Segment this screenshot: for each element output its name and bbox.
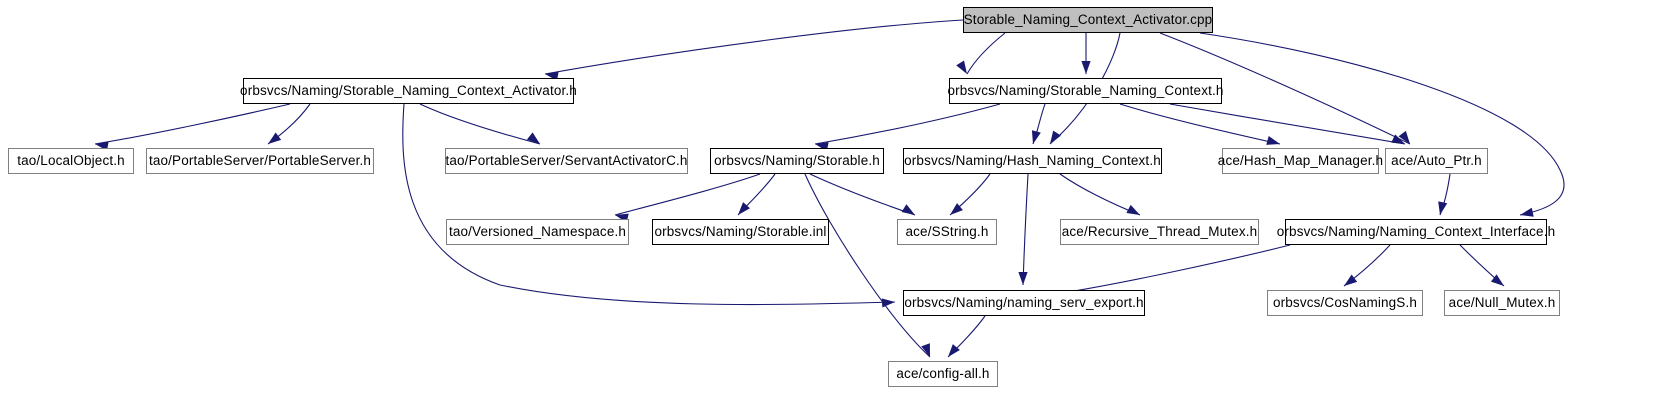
graph-node-ace-recursive-thread-mutex-h[interactable]: ace/Recursive_Thread_Mutex.h — [1060, 219, 1259, 245]
edge-arrowhead — [901, 204, 915, 215]
edge-arrowhead — [1018, 272, 1028, 285]
graph-node-label: Storable_Naming_Context_Activator.cpp — [963, 12, 1213, 28]
graph-node-orbsvcs-cosnamings-h[interactable]: orbsvcs/CosNamingS.h — [1267, 290, 1423, 316]
edge-arrowhead — [1050, 130, 1061, 144]
graph-edge — [1459, 244, 1505, 287]
graph-edge — [614, 173, 761, 216]
edge-arrowhead — [921, 343, 930, 357]
graph-node-label: orbsvcs/Naming/Hash_Naming_Context.h — [904, 153, 1161, 169]
graph-edge — [1059, 173, 1141, 216]
graph-node-orbsvcs-naming-storable-inl[interactable]: orbsvcs/Naming/Storable.inl — [652, 219, 829, 245]
edge-arrowhead — [1391, 134, 1405, 144]
edge-arrowhead — [1081, 61, 1091, 74]
edge-arrowhead — [1266, 135, 1280, 145]
graph-node-tao-versioned-namespace-h[interactable]: tao/Versioned_Namespace.h — [446, 219, 629, 245]
graph-edge — [1343, 244, 1391, 287]
graph-edge — [949, 173, 991, 216]
graph-node-tao-localobject-h[interactable]: tao/LocalObject.h — [8, 148, 134, 174]
graph-node-tao-portableserver-servantactivatorc-h[interactable]: tao/PortableServer/ServantActivatorC.h — [445, 148, 688, 174]
graph-node-label: ace/Null_Mutex.h — [1448, 295, 1556, 311]
graph-node-orbsvcs-naming-hash-naming-context-h[interactable]: orbsvcs/Naming/Hash_Naming_Context.h — [903, 148, 1162, 174]
edge-arrowhead — [1398, 130, 1410, 144]
graph-node-ace-sstring-h[interactable]: ace/SString.h — [897, 219, 997, 245]
graph-node-label: tao/Versioned_Namespace.h — [448, 224, 627, 240]
graph-node-label: orbsvcs/Naming/Storable_Naming_Context.h — [947, 83, 1224, 99]
graph-edge — [1119, 103, 1281, 145]
graph-edge — [267, 103, 311, 145]
graph-node-orbsvcs-naming-naming-context-interface-h[interactable]: orbsvcs/Naming/Naming_Context_Interface.… — [1277, 219, 1555, 245]
graph-edge — [544, 19, 964, 75]
graph-edge — [419, 103, 541, 145]
graph-edge — [1022, 173, 1029, 286]
graph-node-label: ace/Auto_Ptr.h — [1391, 153, 1482, 169]
graph-node-label: orbsvcs/Naming/Storable.h — [714, 153, 880, 169]
graph-node-label: orbsvcs/CosNamingS.h — [1272, 295, 1418, 311]
graph-edge — [1439, 173, 1451, 216]
graph-node-label: orbsvcs/Naming/naming_serv_export.h — [904, 295, 1144, 311]
edge-arrowhead — [738, 202, 751, 215]
graph-node-label: ace/SString.h — [905, 224, 989, 240]
graph-edge — [1169, 103, 1406, 145]
graph-edge — [966, 32, 1006, 75]
graph-node-label: orbsvcs/Naming/Storable.inl — [654, 224, 827, 240]
edge-arrowhead — [1344, 274, 1358, 286]
edge-arrowhead — [1490, 274, 1504, 286]
graph-edge — [814, 103, 1001, 145]
edge-arrowhead — [526, 132, 540, 144]
graph-edge — [1032, 103, 1046, 145]
edge-arrowhead — [948, 344, 960, 357]
graph-edge — [402, 103, 896, 306]
graph-edge — [737, 173, 776, 216]
graph-edge — [804, 173, 931, 358]
graph-node-orbsvcs-naming-storable-h[interactable]: orbsvcs/Naming/Storable.h — [710, 148, 884, 174]
graph-edge — [809, 173, 916, 216]
graph-node-label: ace/Recursive_Thread_Mutex.h — [1061, 224, 1258, 240]
edge-arrowhead — [1438, 201, 1448, 215]
graph-node-label: tao/LocalObject.h — [17, 153, 125, 169]
edge-arrowhead — [956, 60, 967, 74]
graph-node-label: orbsvcs/Naming/Naming_Context_Interface.… — [1276, 224, 1556, 240]
graph-node-label: tao/PortableServer/PortableServer.h — [148, 153, 372, 169]
edge-arrowhead — [1031, 130, 1041, 144]
graph-node-tao-portableserver-portableserver-h[interactable]: tao/PortableServer/PortableServer.h — [146, 148, 374, 174]
graph-edge — [1199, 32, 1565, 216]
graph-node-label: tao/PortableServer/ServantActivatorC.h — [445, 153, 688, 169]
graph-node-orbsvcs-naming-storable-naming-context-activator-h[interactable]: orbsvcs/Naming/Storable_Naming_Context_A… — [240, 78, 577, 104]
graph-edge — [94, 103, 291, 145]
graph-node-label: orbsvcs/Naming/Storable_Naming_Context_A… — [240, 83, 577, 99]
graph-edge — [947, 315, 986, 358]
graph-node-label: ace/config-all.h — [896, 366, 990, 382]
graph-node-ace-config-all-h[interactable]: ace/config-all.h — [888, 361, 998, 387]
edge-arrowhead — [881, 298, 895, 308]
graph-edge — [1061, 244, 1291, 294]
graph-node-ace-auto-ptr-h[interactable]: ace/Auto_Ptr.h — [1385, 148, 1488, 174]
graph-node-orbsvcs-naming-storable-naming-context-h[interactable]: orbsvcs/Naming/Storable_Naming_Context.h — [947, 78, 1223, 104]
edge-arrowhead — [268, 132, 282, 144]
graph-node-ace-hash-map-manager-h[interactable]: ace/Hash_Map_Manager.h — [1218, 148, 1383, 174]
graph-node-ace-null-mutex-h[interactable]: ace/Null_Mutex.h — [1444, 290, 1560, 316]
graph-node-label: ace/Hash_Map_Manager.h — [1217, 153, 1384, 169]
graph-node-orbsvcs-naming-naming-serv-export-h[interactable]: orbsvcs/Naming/naming_serv_export.h — [903, 290, 1145, 316]
edge-arrowhead — [1520, 207, 1534, 217]
graph-node-storable-naming-context-activator-cpp[interactable]: Storable_Naming_Context_Activator.cpp — [963, 7, 1213, 33]
edge-arrowhead — [1126, 204, 1140, 215]
edge-arrowhead — [950, 203, 963, 215]
